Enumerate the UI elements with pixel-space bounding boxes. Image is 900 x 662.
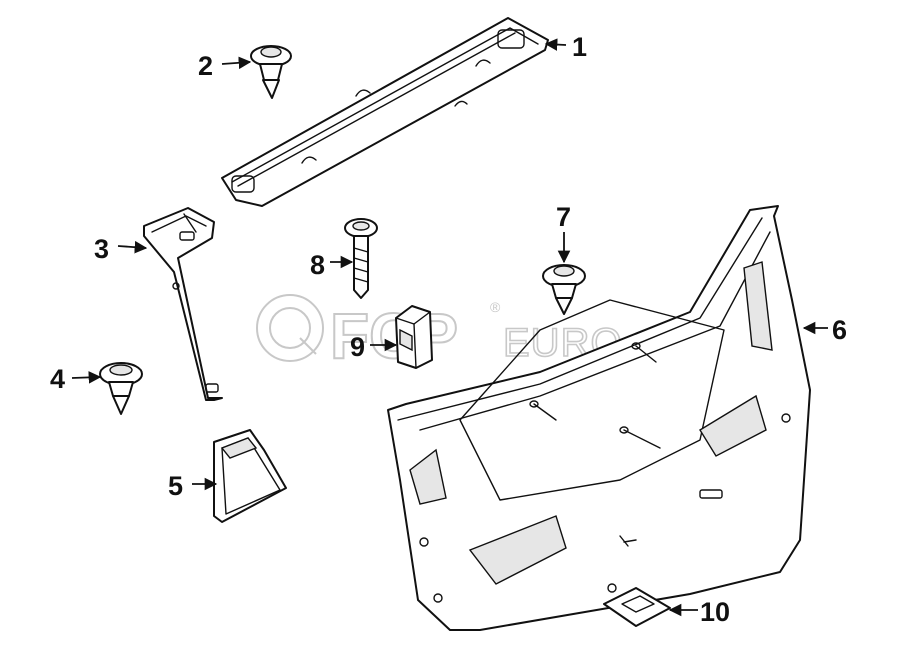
callout-10: 10 bbox=[700, 597, 730, 627]
part-1-upper-trim-panel bbox=[221, 17, 549, 207]
callout-8: 8 bbox=[310, 250, 325, 280]
part-5-corner-trim bbox=[213, 429, 287, 523]
part-6-liftgate-trim-panel bbox=[387, 205, 811, 631]
callout-3: 3 bbox=[94, 234, 109, 264]
arrow-1 bbox=[544, 38, 567, 51]
watermark-logo-icon bbox=[256, 294, 324, 362]
callout-5: 5 bbox=[168, 471, 183, 501]
part-2-push-clip bbox=[250, 45, 292, 99]
callout-labels: 1 2 3 4 5 6 7 8 9 10 bbox=[50, 32, 847, 627]
part-8-screw bbox=[344, 218, 378, 299]
callout-6: 6 bbox=[832, 315, 847, 345]
callout-7: 7 bbox=[556, 202, 571, 232]
arrow-4 bbox=[71, 371, 102, 384]
watermark-brand: FCP bbox=[330, 300, 458, 372]
watermark: FCP EURO ® bbox=[256, 294, 622, 373]
leader-arrows bbox=[71, 38, 828, 617]
part-4-push-clip bbox=[99, 362, 143, 415]
callout-9: 9 bbox=[350, 332, 365, 362]
part-9-clip-nut bbox=[395, 305, 433, 369]
watermark-registered-mark: ® bbox=[490, 299, 501, 315]
arrow-3 bbox=[117, 240, 148, 254]
arrow-2 bbox=[221, 56, 252, 70]
part-7-push-clip bbox=[542, 264, 586, 315]
callout-1: 1 bbox=[572, 32, 587, 62]
part-3-pillar-trim bbox=[143, 207, 223, 401]
callout-2: 2 bbox=[198, 51, 213, 81]
callout-4: 4 bbox=[50, 364, 65, 394]
